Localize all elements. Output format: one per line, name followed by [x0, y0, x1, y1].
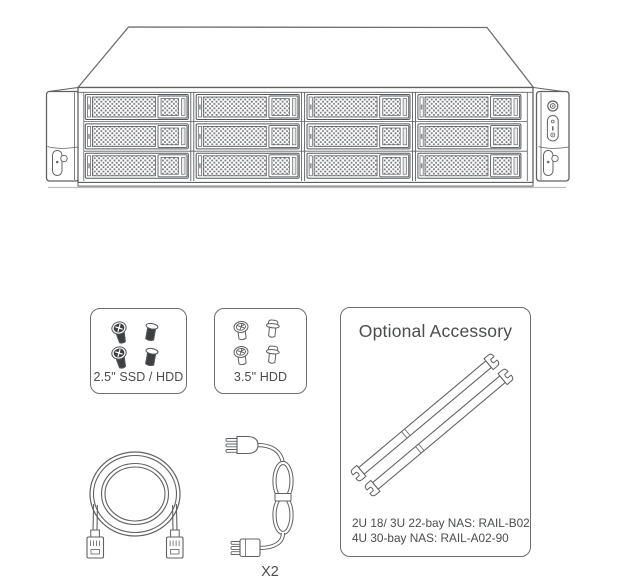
- drive-bay-panel: [77, 86, 534, 187]
- power-button: [547, 100, 559, 112]
- rail-compatibility-text: 2U 18/ 3U 22-bay NAS: RAIL-B02 4U 30-bay…: [352, 515, 530, 547]
- cable-tie: [274, 493, 292, 502]
- cable-connector-right: [165, 529, 184, 559]
- optional-accessory-box: Optional Accessory 2U 18/ 3U 22-bay NAS:…: [340, 307, 531, 557]
- rail-kit-icon: [349, 352, 515, 498]
- screws-35-label: 3.5" HDD: [233, 370, 288, 384]
- power-cord-icon: [225, 435, 294, 558]
- led-indicators: [546, 115, 559, 142]
- screws-25-box: 2.5" SSD / HDD: [90, 308, 187, 394]
- nas-front-illustration: [45, 26, 570, 189]
- power-plug: [225, 435, 259, 455]
- screws-25-icon: [109, 321, 159, 371]
- chassis-top: [77, 26, 535, 89]
- right-rack-ear: [535, 90, 570, 182]
- rail-2: [363, 367, 515, 498]
- power-connector: [230, 538, 261, 558]
- left-rack-ear: [45, 90, 80, 182]
- network-cable-icon: [86, 451, 184, 559]
- rail-compat-line-2: 4U 30-bay NAS: RAIL-A02-90: [352, 531, 509, 546]
- screws-35-box: 3.5" HDD: [214, 308, 307, 394]
- rail-1: [349, 352, 501, 483]
- power-cord-quantity-label: X2: [261, 564, 279, 580]
- cable-connector-left: [86, 529, 105, 559]
- screws-35-icon: [232, 319, 281, 367]
- rail-compat-line-1: 2U 18/ 3U 22-bay NAS: RAIL-B02: [352, 515, 530, 530]
- optional-accessory-title: Optional Accessory: [358, 321, 513, 341]
- screws-25-label: 2.5" SSD / HDD: [93, 370, 184, 384]
